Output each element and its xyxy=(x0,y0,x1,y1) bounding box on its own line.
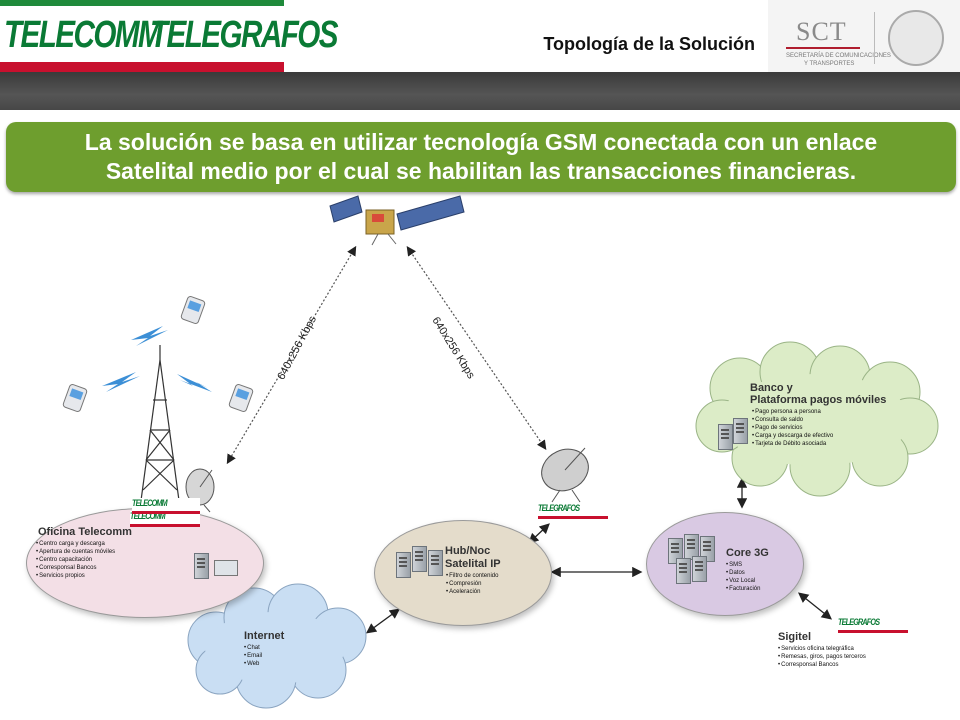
core-server-icon-1 xyxy=(668,538,683,564)
list-item: Corresponsal Bancos xyxy=(36,564,115,572)
core-sigitel-arrow xyxy=(797,592,833,620)
banco-server-icon-1 xyxy=(718,424,733,450)
list-item: Remesas, giros, pagos terceros xyxy=(778,653,866,661)
hub-internet-arrow xyxy=(365,608,401,634)
list-item: Pago de servicios xyxy=(752,424,833,432)
core-server-icon-3 xyxy=(700,536,715,562)
sigitel-telecomm-logo: TELEGRAFOS xyxy=(838,617,908,633)
satellite-dish-large-icon xyxy=(541,447,589,503)
sct-logo-text: SCT xyxy=(796,17,847,46)
satellite-dish-small-icon xyxy=(185,468,215,513)
list-item: Servicios oficina telegráfica xyxy=(778,645,866,653)
banco-title-2: Plataforma pagos móviles xyxy=(750,394,887,406)
internet-title: Internet xyxy=(244,630,285,642)
laptop-icon xyxy=(214,560,238,576)
header-dark-bar xyxy=(0,72,960,110)
sct-subtitle-line2: Y TRANSPORTES xyxy=(804,61,855,67)
list-item: Centro carga y descarga xyxy=(36,540,115,548)
sct-divider xyxy=(874,12,875,64)
hub-title-1: Hub/Noc xyxy=(445,545,491,557)
banco-server-icon-2 xyxy=(733,418,748,444)
list-item: Corresponsal Bancos xyxy=(778,661,866,669)
mexico-seal-icon xyxy=(888,10,944,66)
logo-telecomm-text: TELECOMM xyxy=(4,14,163,56)
hub-server-icon-3 xyxy=(428,550,443,576)
oficina-telecomm-logo: TELECOMM xyxy=(130,511,200,527)
banco-services-list: Pago persona a persona Consulta de saldo… xyxy=(752,408,833,448)
sct-underline xyxy=(786,47,860,49)
logo-telegrafos-text: TELEGRAFOS xyxy=(150,14,339,56)
core-server-icon-4 xyxy=(676,558,691,584)
list-item: Email xyxy=(244,652,262,660)
oficina-logo-text: TELECOMM xyxy=(130,511,166,521)
list-item: Carga y descarga de efectivo xyxy=(752,432,833,440)
tower-telecomm-logo: TELECOMM xyxy=(132,498,200,514)
sigitel-title: Sigitel xyxy=(778,631,812,643)
banner-line-2: Satelital medio por el cual se habilitan… xyxy=(105,158,857,184)
tower-logo-text: TELECOMM xyxy=(132,498,168,508)
hub-telecomm-logo: TELEGRAFOS xyxy=(538,503,608,519)
list-item: Datos xyxy=(726,569,760,577)
list-item: Facturación xyxy=(726,585,760,593)
sct-subtitle-line1: SECRETARÍA DE COMUNICACIONES xyxy=(786,53,891,59)
gsm-tower-icon xyxy=(139,345,181,509)
intro-banner: La solución se basa en utilizar tecnolog… xyxy=(6,122,956,192)
hub-server-icon-1 xyxy=(396,552,411,578)
hub-server-icon-2 xyxy=(412,546,427,572)
slide-title: Topología de la Solución xyxy=(543,34,755,54)
wireless-signal-icons xyxy=(102,326,212,392)
oficina-title: Oficina Telecomm xyxy=(38,526,132,538)
logo-red-stripe xyxy=(0,62,284,72)
dish-hub-arrow xyxy=(528,523,550,544)
sigitel-services-list: Servicios oficina telegráfica Remesas, g… xyxy=(778,645,866,669)
telecomm-telegrafos-logo: TELECOMM TELEGRAFOS xyxy=(0,0,339,72)
list-item: Voz Local xyxy=(726,577,760,585)
hub-title-2: Satelital IP xyxy=(445,558,501,570)
sigitel-logo-text: TELEGRAFOS xyxy=(838,617,880,627)
list-item: Servicios propios xyxy=(36,572,115,580)
banco-title-1: Banco y xyxy=(750,382,793,394)
oficina-pc-icon xyxy=(194,553,209,579)
list-item: Pago persona a persona xyxy=(752,408,833,416)
core-title: Core 3G xyxy=(726,547,769,559)
core-server-icon-2 xyxy=(684,534,699,560)
logo-green-stripe xyxy=(0,0,284,6)
hub-logo-text: TELEGRAFOS xyxy=(538,503,580,513)
satellite-icon xyxy=(329,195,465,246)
core-services-list: SMS Datos Voz Local Facturación xyxy=(726,561,760,593)
list-item: Aceleración xyxy=(446,588,498,596)
internet-services-list: Chat Email Web xyxy=(244,644,262,668)
list-item: Compresión xyxy=(446,580,498,588)
internet-cloud xyxy=(187,583,367,709)
list-item: Tarjeta de Débito asociada xyxy=(752,440,833,448)
core-server-icon-5 xyxy=(692,556,707,582)
satellite-link-left xyxy=(226,245,357,465)
oficina-services-list: Centro carga y descarga Apertura de cuen… xyxy=(36,540,115,580)
list-item: Filtro de contenido xyxy=(446,572,498,580)
list-item: Web xyxy=(244,660,262,668)
list-item: Consulta de saldo xyxy=(752,416,833,424)
core-3g-node xyxy=(646,512,804,616)
list-item: Centro capacitación xyxy=(36,556,115,564)
banner-line-1: La solución se basa en utilizar tecnolog… xyxy=(84,129,878,155)
satellite-link-right xyxy=(406,246,547,450)
list-item: Chat xyxy=(244,644,262,652)
mobile-phone-icons xyxy=(62,295,254,413)
list-item: Apertura de cuentas móviles xyxy=(36,548,115,556)
hub-services-list: Filtro de contenido Compresión Aceleraci… xyxy=(446,572,498,596)
list-item: SMS xyxy=(726,561,760,569)
